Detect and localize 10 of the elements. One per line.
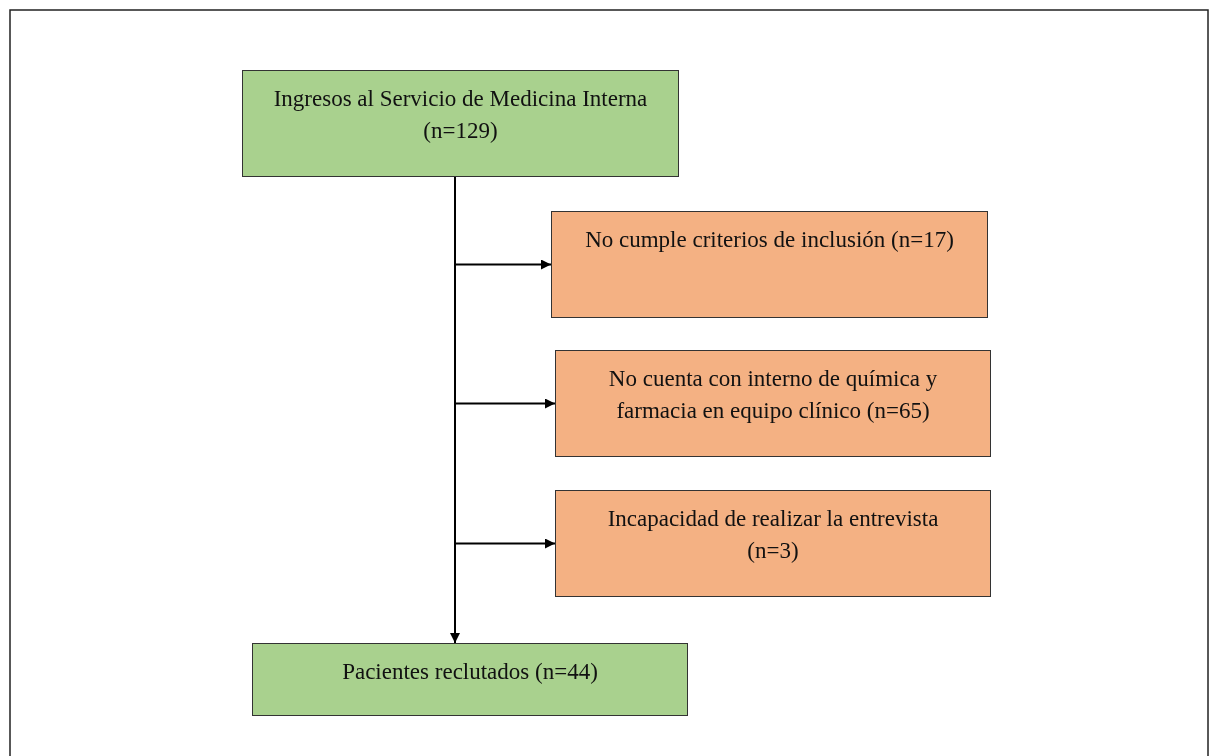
box-text: No cumple criterios de inclusión (n=17)	[584, 226, 955, 254]
process-box	[242, 70, 679, 177]
box-text: Pacientes reclutados (n=44)	[341, 658, 599, 686]
process-box	[252, 643, 688, 716]
process-box	[555, 350, 991, 457]
box-text: Ingresos al Servicio de Medicina Interna (n=129)	[273, 85, 648, 146]
process-box	[551, 211, 988, 318]
process-box	[555, 490, 991, 597]
box-text: Incapacidad de realizar la entrevista (n=3)	[606, 505, 940, 566]
box-text: No cuenta con interno de química y farmacia en equipo clínico (n=65)	[607, 365, 939, 426]
